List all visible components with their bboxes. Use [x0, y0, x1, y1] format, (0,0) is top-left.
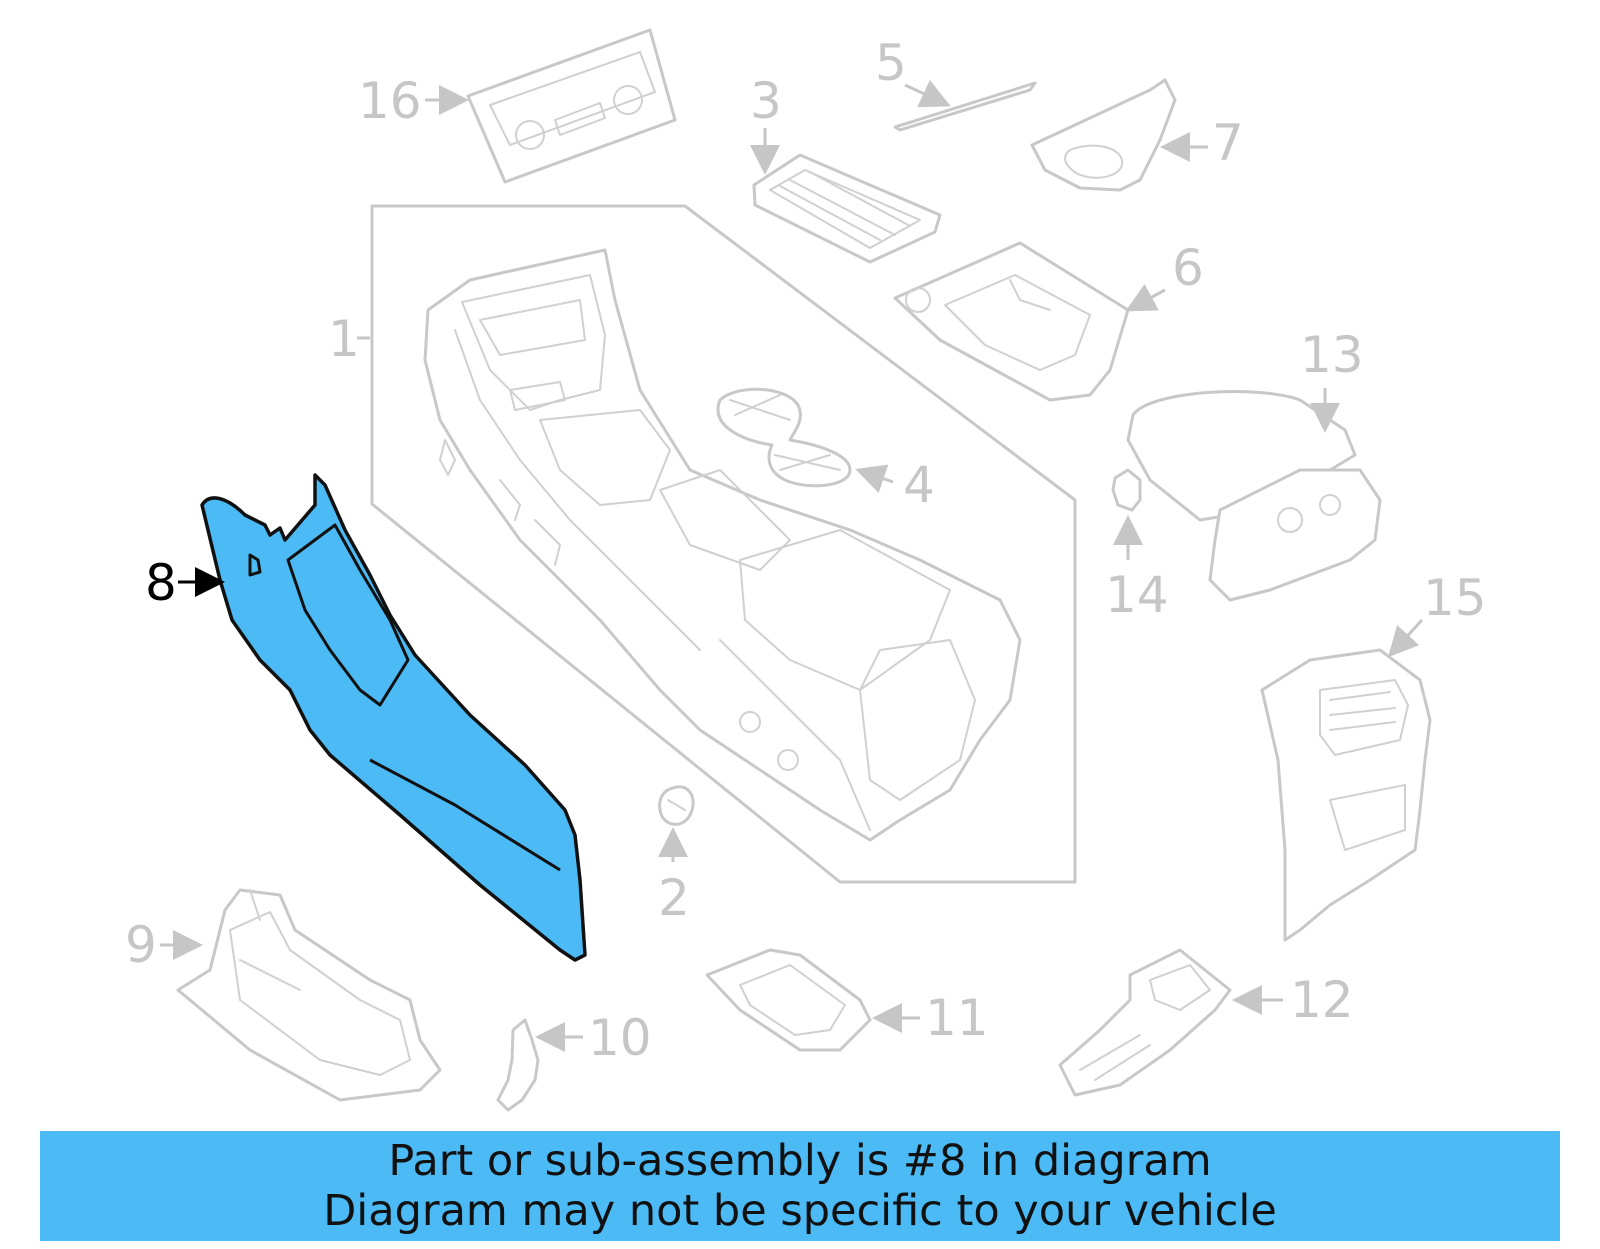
part-1-console-assembly — [370, 204, 1077, 884]
callout-15: 15 — [1387, 569, 1487, 658]
callout-1: 1 — [328, 310, 370, 368]
part-9-bracket — [176, 888, 442, 1102]
part-13-armrest — [1126, 390, 1382, 602]
part-8-console-side-panel — [200, 473, 587, 962]
part-10-clip — [496, 1018, 540, 1112]
svg-text:6: 6 — [1172, 239, 1204, 297]
callout-16: 16 — [358, 72, 469, 130]
svg-text:14: 14 — [1105, 566, 1169, 624]
svg-text:9: 9 — [125, 916, 157, 974]
callout-10: 10 — [535, 1009, 652, 1067]
callout-3: 3 — [750, 72, 782, 175]
svg-text:11: 11 — [925, 989, 989, 1047]
svg-text:13: 13 — [1300, 326, 1364, 384]
parts-diagram: 1 2 3 4 5 6 7 8 9 10 11 12 — [125, 28, 1487, 1112]
callout-8: 8 — [145, 554, 225, 612]
part-2-plug — [658, 785, 695, 826]
callout-5: 5 — [875, 34, 951, 108]
svg-text:1: 1 — [328, 310, 360, 368]
banner-line-disclaimer: Diagram may not be specific to your vehi… — [323, 1186, 1277, 1236]
info-banner: Part or sub-assembly is #8 in diagram Di… — [40, 1131, 1560, 1241]
svg-text:2: 2 — [658, 869, 690, 927]
callout-7: 7 — [1160, 114, 1244, 172]
svg-text:10: 10 — [588, 1009, 652, 1067]
callout-6: 6 — [1125, 239, 1204, 312]
callout-12: 12 — [1232, 971, 1354, 1029]
part-7-cup-holder-bezel — [1030, 78, 1177, 192]
svg-text:16: 16 — [358, 72, 422, 130]
banner-line-part: Part or sub-assembly is #8 in diagram — [388, 1136, 1212, 1186]
svg-text:4: 4 — [903, 456, 935, 514]
callout-14: 14 — [1105, 515, 1169, 624]
svg-text:15: 15 — [1423, 569, 1487, 627]
part-12-bracket — [1058, 948, 1232, 1097]
svg-text:5: 5 — [875, 34, 907, 92]
part-6-upper-tray — [893, 241, 1130, 402]
part-11-mount-bracket — [705, 948, 872, 1052]
callout-4: 4 — [855, 456, 935, 514]
part-15-rear-vent-panel — [1260, 648, 1432, 942]
svg-text:3: 3 — [750, 72, 782, 130]
part-16-control-panel — [466, 28, 677, 184]
part-5-trim-strip — [893, 81, 1037, 132]
callout-11: 11 — [872, 989, 989, 1047]
callout-2: 2 — [658, 827, 690, 927]
part-4-cup-mat — [716, 387, 852, 488]
part-14-clip — [1111, 468, 1142, 512]
svg-text:12: 12 — [1290, 971, 1354, 1029]
callout-13: 13 — [1300, 326, 1364, 433]
callout-9: 9 — [125, 916, 203, 974]
svg-text:8: 8 — [145, 554, 177, 612]
part-3-tray-mat — [752, 153, 942, 264]
svg-text:7: 7 — [1212, 114, 1244, 172]
